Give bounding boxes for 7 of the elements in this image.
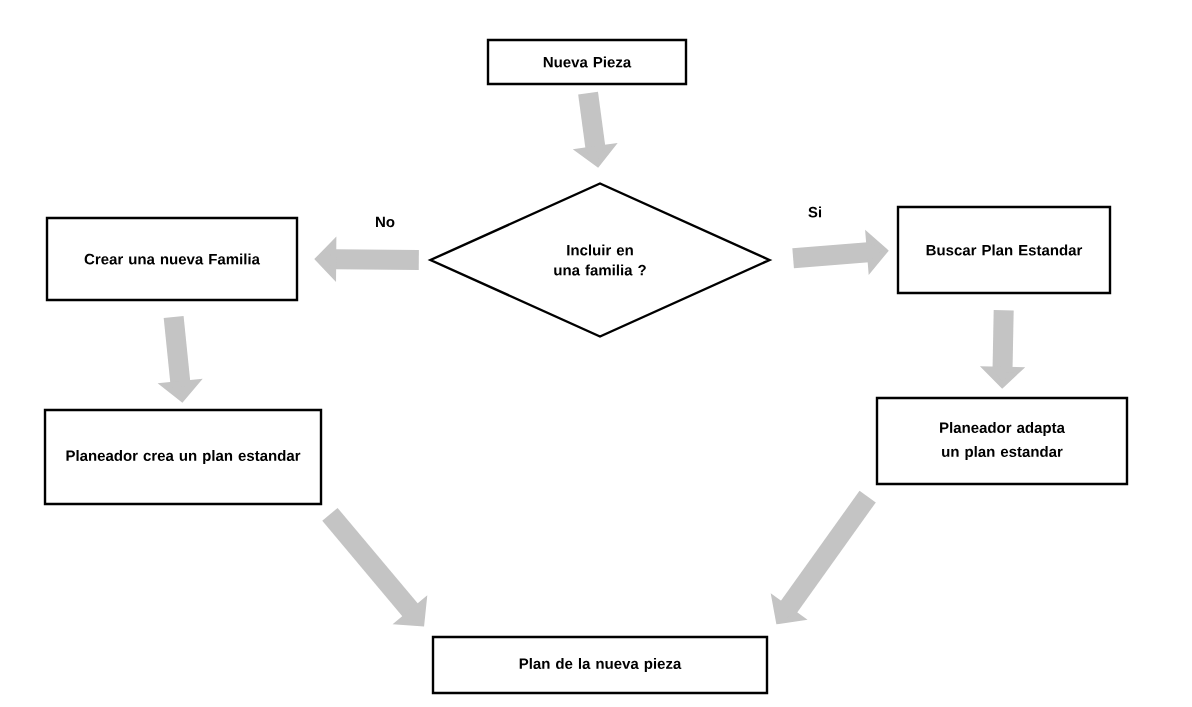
process-box: Plan de la nueva pieza xyxy=(431,635,769,695)
process-box: Buscar Plan Estandar xyxy=(896,205,1112,295)
process-box: Nueva Pieza xyxy=(486,38,688,86)
process-box: Planeador adapta un plan estandar xyxy=(875,396,1129,486)
process-box: Crear una nueva Familia xyxy=(45,216,299,302)
block-arrow xyxy=(322,507,428,627)
process-box: Planeador crea un plan estandar xyxy=(43,408,323,506)
